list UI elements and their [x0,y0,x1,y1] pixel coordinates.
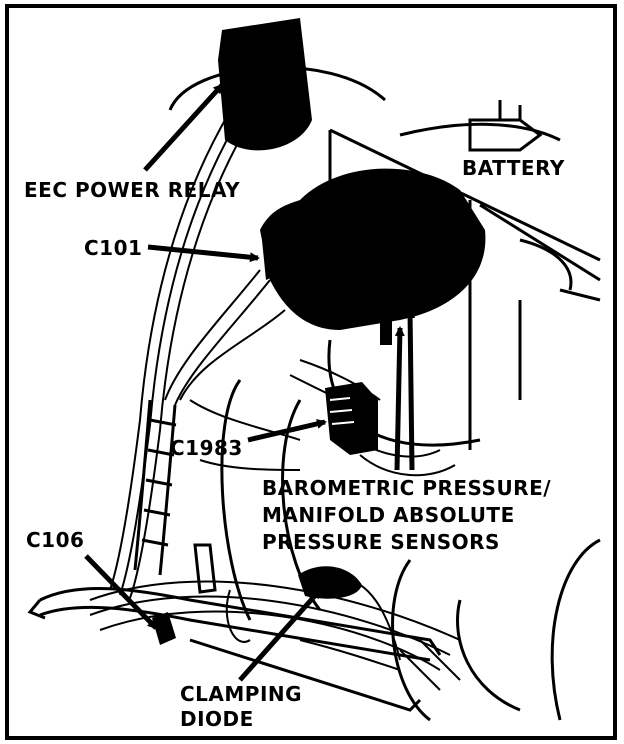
label-c101: C101 [84,236,143,260]
c1983-connector [325,382,378,455]
label-baro-line3: PRESSURE SENSORS [262,530,500,554]
label-baro-line1: BAROMETRIC PRESSURE/ [262,476,552,500]
clamping-diode-body [298,566,362,599]
eec-power-relay-body [218,18,312,151]
arrow-eec-power-relay [143,83,224,172]
leader-arrows [84,83,416,682]
arrow-sensor-right [405,308,416,471]
c101-connector [262,232,290,280]
arrow-c1983 [247,418,327,443]
arrow-c106 [84,554,158,630]
label-c106: C106 [26,528,85,552]
bottom-rail [27,587,442,712]
sensor-port [380,315,392,345]
label-clamping-line2: DIODE [180,707,254,731]
pressure-sensor-module [260,168,486,330]
label-baro-line2: MANIFOLD ABSOLUTE [262,503,515,527]
label-clamping-line1: CLAMPING [180,682,303,706]
arrow-sensor-left [394,326,405,471]
label-battery: BATTERY [462,156,565,180]
c106-connector [152,612,176,645]
label-eec-power-relay: EEC POWER RELAY [24,178,241,202]
label-c1983: C1983 [170,436,243,460]
diagram-frame [5,4,617,740]
arrow-clamping-diode [238,588,322,682]
wrapped-conduit [133,399,177,576]
harness-clip [193,543,217,594]
battery-terminal [468,100,543,152]
c1983-pins [329,397,355,425]
arrow-c101 [147,244,260,263]
